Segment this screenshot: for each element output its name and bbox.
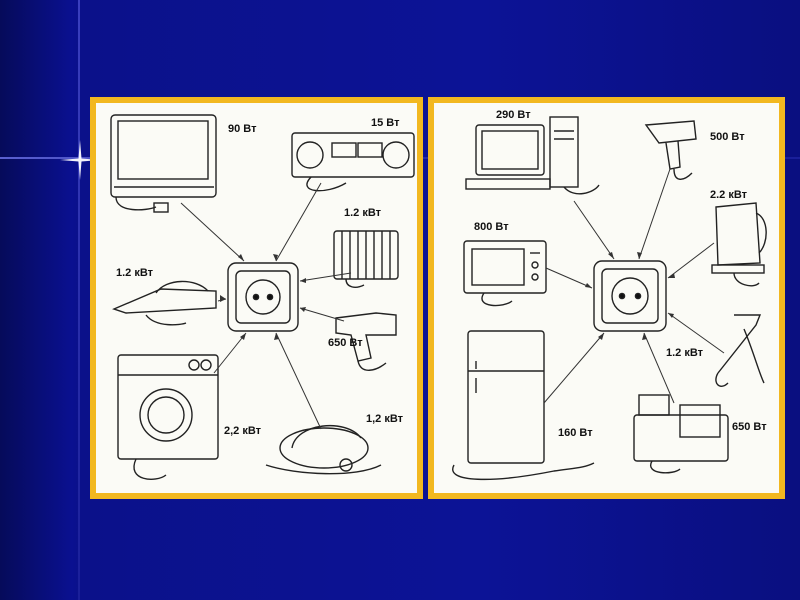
computer-icon (466, 117, 599, 194)
washing-machine-icon (118, 355, 218, 479)
right-connection-arrows (544, 169, 724, 403)
boiler-power-label: 1.2 кВт (666, 347, 703, 359)
heater-power-label: 1.2 кВт (344, 207, 381, 219)
microwave-power-label: 800 Вт (474, 221, 509, 233)
vacuum-cleaner-icon (266, 426, 381, 474)
microwave-icon (464, 241, 546, 306)
radio-power-label: 15 Вт (371, 117, 399, 129)
left-appliance-panel: 90 Вт 15 Вт 1.2 кВт 1.2 кВт 650 Вт 2,2 к… (90, 97, 423, 499)
decorative-vertical-line (78, 0, 80, 600)
heater-icon (334, 231, 398, 287)
coffee-maker-icon (634, 395, 728, 473)
computer-power-label: 290 Вт (496, 109, 531, 121)
wall-socket-icon (594, 261, 666, 331)
iron-icon (114, 281, 216, 324)
vacuum-power-label: 1,2 кВт (366, 413, 403, 425)
kettle-power-label: 2.2 кВт (710, 189, 747, 201)
radio-icon (292, 133, 414, 191)
fridge-power-label: 160 Вт (558, 427, 593, 439)
right-appliance-panel: 290 Вт 500 Вт 2.2 кВт 800 Вт 1.2 кВт 160… (428, 97, 785, 499)
wall-socket-icon (228, 263, 298, 331)
tv-power-label: 90 Вт (228, 123, 256, 135)
hair-dryer-icon (646, 121, 696, 179)
hairdryer-power-label: 500 Вт (710, 131, 745, 143)
kettle-icon (712, 203, 766, 286)
coffee-maker-power-label: 650 Вт (732, 421, 767, 433)
left-connection-arrows (181, 183, 351, 429)
right-panel-diagram (434, 103, 779, 493)
refrigerator-icon (453, 331, 594, 479)
iron-power-label: 1.2 кВт (116, 267, 153, 279)
drill-power-label: 650 Вт (328, 337, 363, 349)
immersion-heater-icon (716, 315, 764, 386)
washer-power-label: 2,2 кВт (224, 425, 261, 437)
tv-icon (111, 115, 216, 212)
